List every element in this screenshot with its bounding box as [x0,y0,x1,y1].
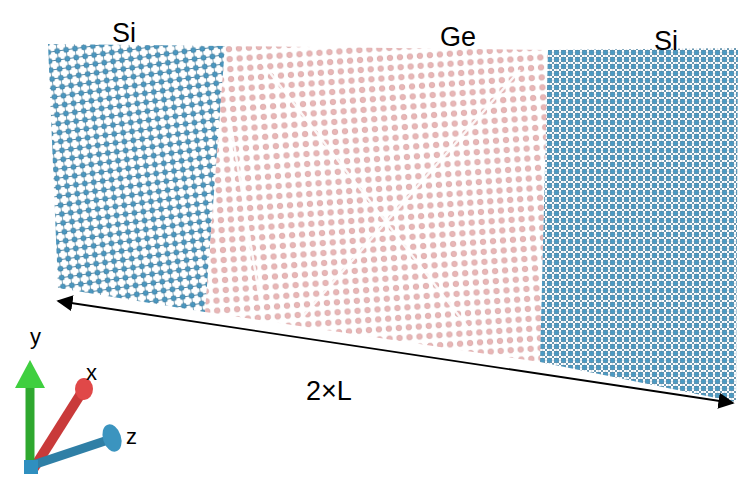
axis-label: z [126,426,137,448]
material-label: Ge [440,24,476,51]
material-label: Si [654,28,678,55]
ge-region [205,46,548,362]
si-region [540,48,738,402]
material-label: Si [112,20,136,47]
axis-label: y [30,326,41,348]
axis-label: x [86,362,97,384]
crystal-planes [230,60,520,330]
dimension-label: 2×L [306,378,352,405]
axis-triad [15,360,125,474]
dimension-arrow [58,301,733,403]
si-region [48,44,225,312]
